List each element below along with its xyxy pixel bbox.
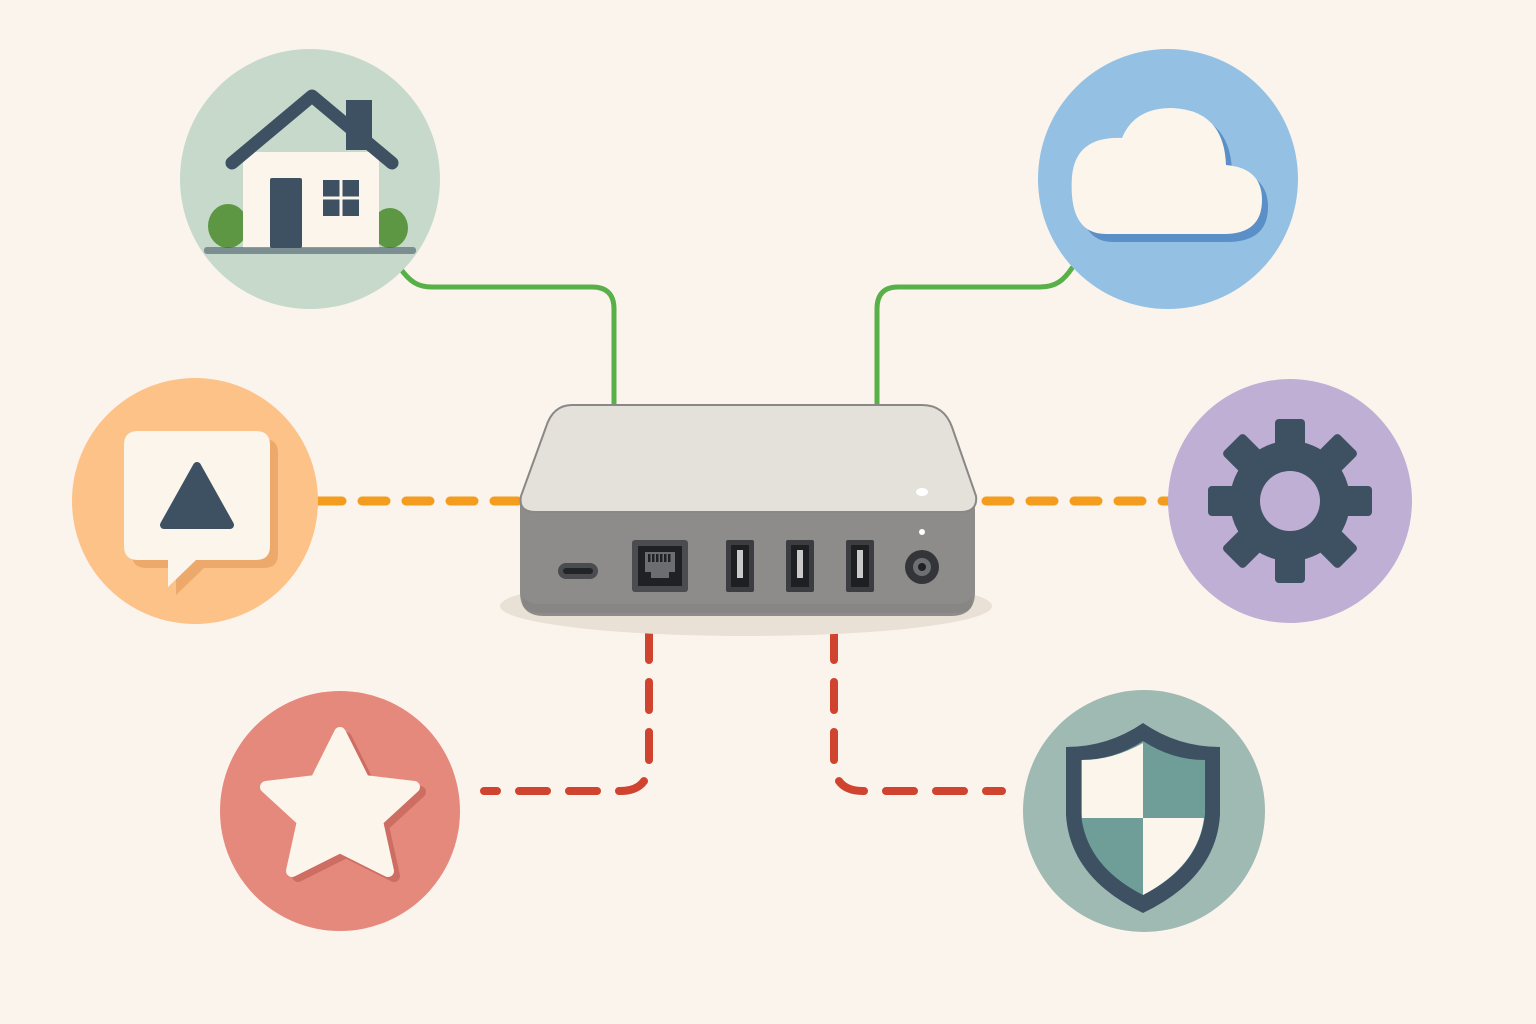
node-settings xyxy=(1168,379,1412,623)
hub-status-led xyxy=(916,488,928,496)
router-hub xyxy=(500,404,992,636)
node-chat xyxy=(72,378,318,624)
node-favorite xyxy=(220,691,460,931)
links xyxy=(313,265,1173,795)
hub-ports xyxy=(558,540,939,592)
hub-front-led xyxy=(919,529,925,535)
link-home-hub xyxy=(397,265,617,409)
link-shield-hub xyxy=(830,628,1006,795)
node-cloud xyxy=(1038,49,1298,309)
node-security xyxy=(1023,690,1265,932)
house-icon xyxy=(204,89,416,254)
gear-icon xyxy=(1208,419,1372,583)
house-door xyxy=(270,178,302,248)
shield-icon xyxy=(1066,723,1220,913)
chat-warning-icon xyxy=(124,431,278,595)
node-home xyxy=(180,49,440,309)
star-icon xyxy=(260,727,426,882)
link-star-hub xyxy=(480,628,653,795)
link-cloud-hub xyxy=(874,265,1075,409)
hub-top xyxy=(519,404,978,513)
cloud-icon xyxy=(1071,108,1268,242)
